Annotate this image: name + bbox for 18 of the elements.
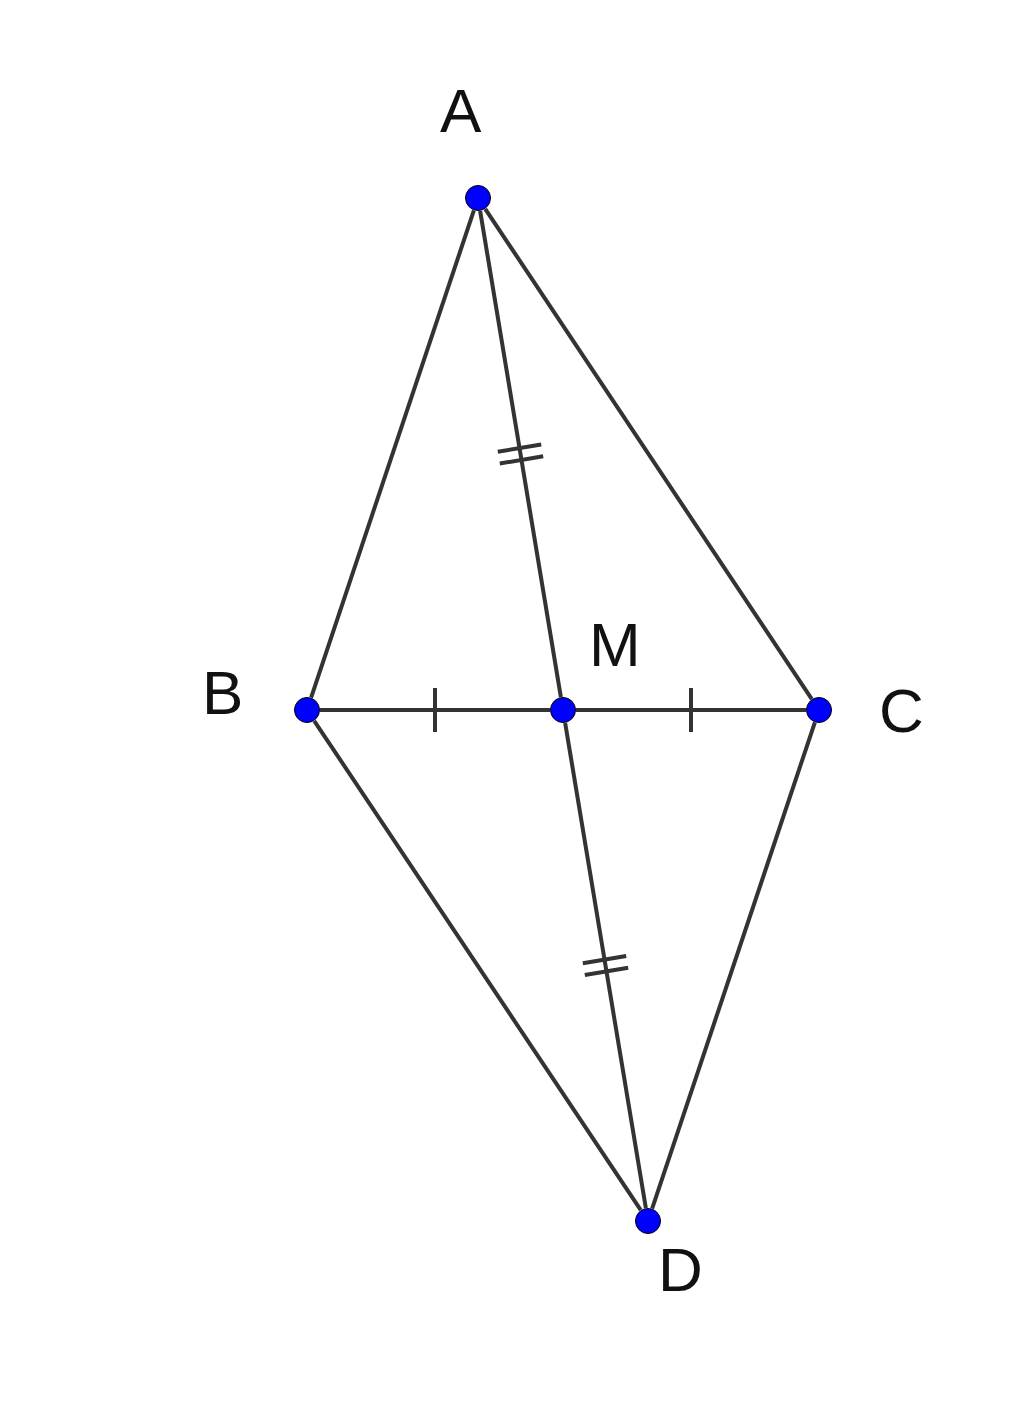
line-segment xyxy=(312,719,643,1212)
line-segment xyxy=(563,722,648,1209)
point xyxy=(294,697,320,723)
point-label: C xyxy=(879,680,924,742)
line-segment xyxy=(309,209,476,699)
point-label: B xyxy=(202,662,244,724)
point-label: D xyxy=(658,1239,703,1301)
point-label: M xyxy=(589,614,641,676)
point xyxy=(550,697,576,723)
line-segment xyxy=(483,207,814,701)
line-segment xyxy=(320,708,550,712)
point xyxy=(465,185,491,211)
point xyxy=(806,697,832,723)
line-segment xyxy=(650,721,817,1210)
line-segment xyxy=(576,708,806,712)
point xyxy=(635,1208,661,1234)
point-label: A xyxy=(440,80,482,142)
line-segment xyxy=(478,210,563,698)
